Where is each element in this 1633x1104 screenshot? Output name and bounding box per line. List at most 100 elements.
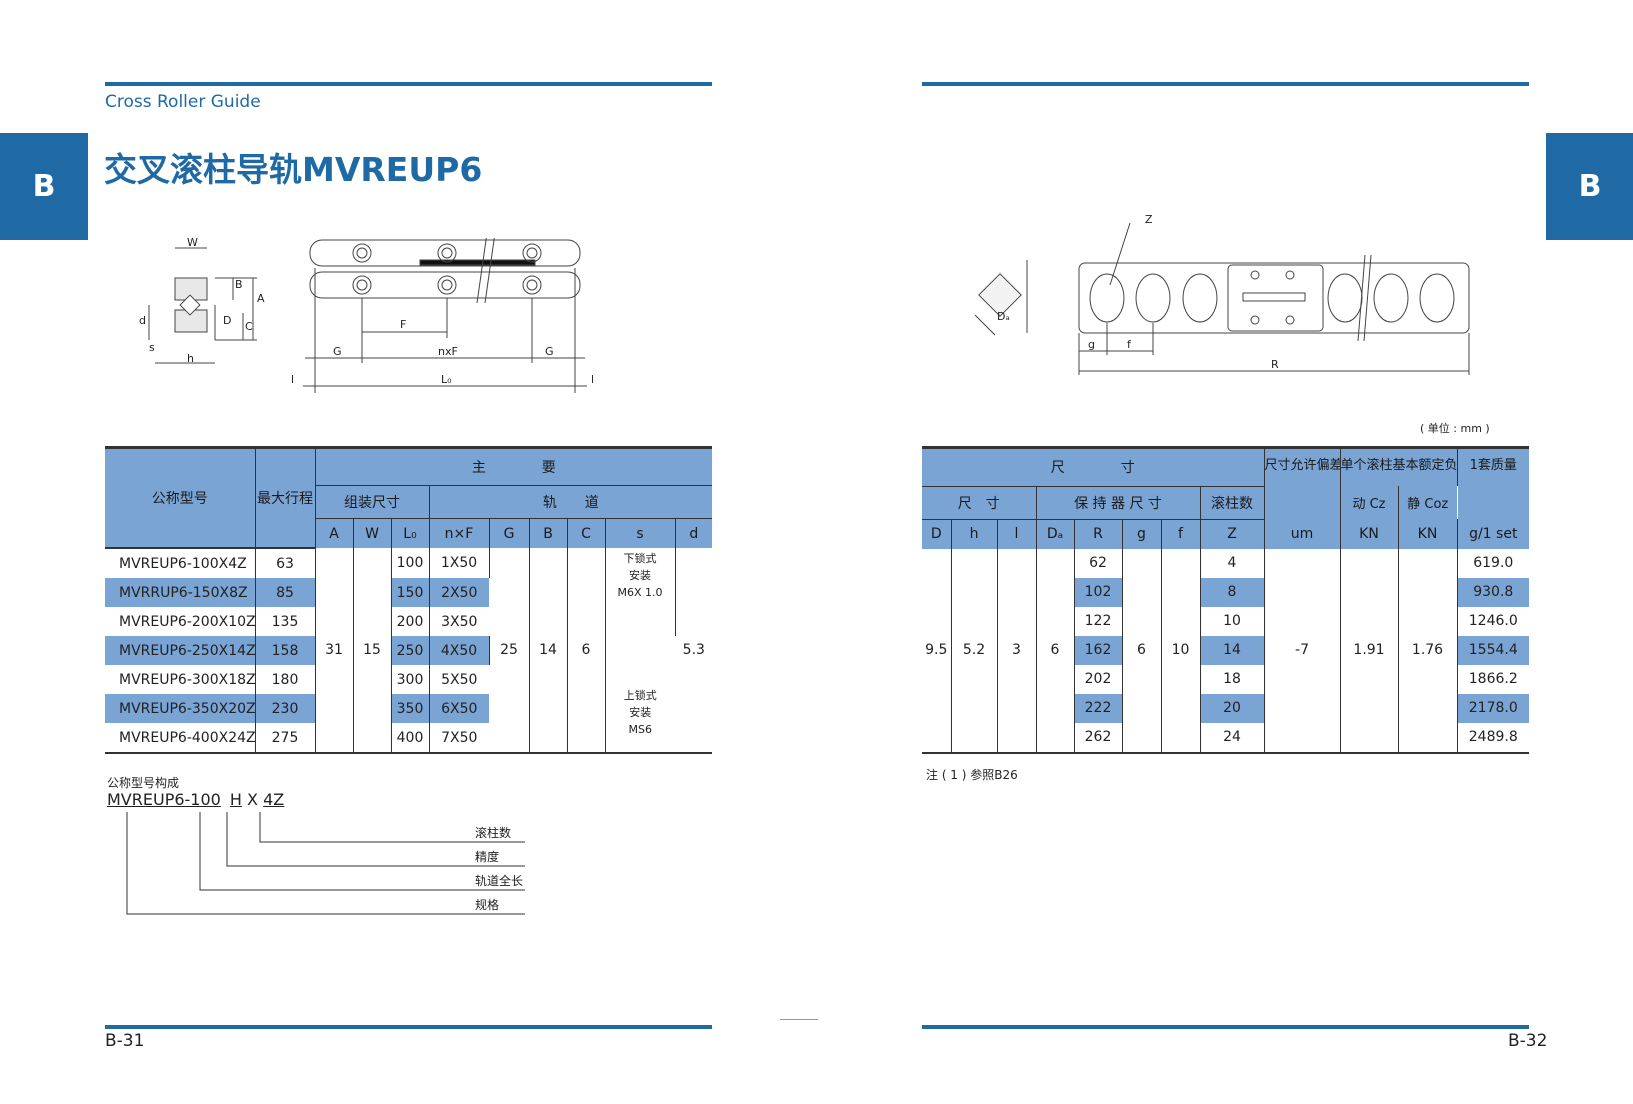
header-size: 尺 寸: [922, 486, 1037, 520]
dim-label-f: F: [400, 318, 406, 331]
header-dimensions: 尺 寸: [922, 447, 1265, 487]
legend-rail-length: 轨道全长: [475, 873, 523, 888]
roller-cage-diagram: Z Dₐ g f R: [975, 215, 1470, 375]
col-s: s: [605, 518, 676, 548]
col-r: R: [1074, 519, 1123, 549]
left-spec-table: 公称型号 最大行程 主 要 组装尺寸 轨 道 A W L₀ n×F G B C …: [105, 446, 713, 754]
left-top-rule: [105, 82, 712, 86]
table-row: MVREUP6-300X18Z 180 300 5X50: [105, 665, 712, 694]
table-row: 9.5 5.2 3 6 62 6 10 4 -7 1.91 1.76 619.0: [922, 548, 1529, 754]
code-caption: 公称型号构成: [107, 776, 180, 790]
shared-a: 31: [315, 548, 354, 754]
shared-h: 5.2: [951, 548, 998, 754]
left-section-tab: B: [0, 133, 88, 240]
col-c: C: [567, 518, 606, 548]
table-row: 162 14 1554.4: [922, 635, 1530, 665]
unit-label: ( 单位 : mm ): [1420, 422, 1490, 435]
col-d: D: [922, 519, 952, 549]
col-l0: L₀: [391, 518, 430, 548]
dim-label-d-large: D: [223, 314, 231, 327]
col-h: h: [951, 519, 998, 549]
right-section-tab: B: [1546, 133, 1633, 240]
legend-rollers: 滚柱数: [475, 825, 511, 840]
dim-label-g-left: G: [333, 345, 342, 358]
dim-label-s: s: [149, 341, 155, 354]
col-um: um: [1264, 519, 1341, 549]
col-da: Dₐ: [1036, 519, 1075, 549]
shared-d: 5.3: [675, 548, 713, 754]
shared-l: 3: [997, 548, 1037, 754]
code-part-x: X: [247, 790, 259, 809]
legend-precision: 精度: [475, 849, 499, 864]
right-page-number: B-32: [1508, 1031, 1548, 1051]
table-row: 102 8 930.8: [922, 577, 1530, 607]
dim-label-g: g: [1088, 338, 1095, 351]
dim-label-l0: L₀: [441, 373, 452, 386]
shared-w: 15: [353, 548, 392, 754]
header-model: 公称型号: [105, 447, 256, 549]
header-load: 单个滚柱基本额定负荷: [1340, 447, 1458, 486]
code-part-rollers: 4Z: [263, 790, 285, 809]
shared-g: 6: [1122, 548, 1162, 754]
right-top-rule: [922, 82, 1529, 86]
dim-label-l-left: l: [291, 373, 294, 386]
code-part-precision: H: [229, 790, 242, 809]
model-code: MVREUP6-100 H X 4Z: [107, 790, 284, 809]
shared-c: 6: [567, 548, 606, 754]
header-assembly: 组装尺寸: [315, 485, 430, 519]
col-nxf: n×F: [429, 518, 490, 548]
table-row: 222 20 2178.0: [922, 693, 1530, 723]
dim-label-z: Z: [1145, 215, 1153, 226]
table-row: MVREUP6-250X14Z 158 250 4X50 上锁式 安装 MS6: [105, 636, 712, 754]
dim-label-h: h: [187, 352, 194, 365]
dim-label-a: A: [257, 292, 265, 305]
header-dynamic: 动 Cz: [1340, 486, 1399, 519]
table-row: MVRRUP6-150X8Z 85 150 2X50: [105, 578, 712, 607]
col-f: f: [1161, 519, 1201, 549]
shared-b: 14: [529, 548, 568, 754]
s-top-mount: 下锁式 安装 M6X 1.0: [605, 548, 676, 636]
shared-g: 25: [489, 548, 530, 754]
shared-da: 6: [1036, 548, 1075, 754]
dim-label-nxf: nxF: [438, 345, 458, 358]
col-l: l: [997, 519, 1037, 549]
header-cage: 保 持 器 尺 寸: [1036, 486, 1201, 520]
legend-spec: 规格: [475, 897, 499, 912]
header-static: 静 Coz: [1398, 486, 1458, 519]
table-row: MVREUP6-400X24Z 275 400 7X50: [105, 723, 712, 754]
series-label: Cross Roller Guide: [105, 92, 261, 112]
col-a: A: [315, 518, 354, 548]
dim-label-da: Dₐ: [997, 310, 1010, 323]
col-kn-dyn: KN: [1340, 519, 1399, 549]
s-bottom-mount: 上锁式 安装 MS6: [605, 636, 675, 754]
header-main: 主 要: [315, 447, 713, 486]
dim-label-c: C: [245, 320, 253, 333]
col-w: W: [353, 518, 392, 548]
dim-label-f: f: [1127, 338, 1132, 351]
table-row: MVREUP6-100X4Z 63 31 15 100 1X50 25 14 6…: [105, 548, 713, 754]
header-rollers: 滚柱数: [1200, 486, 1265, 520]
col-g: G: [489, 518, 530, 548]
center-mark: [780, 1019, 818, 1020]
shared-f: 10: [1161, 548, 1201, 754]
page-title: 交叉滚柱导轨MVREUP6: [104, 150, 483, 189]
right-spec-table: 尺 寸 尺寸允许偏差 单个滚柱基本额定负荷 1套质量 尺 寸 保 持 器 尺 寸…: [922, 446, 1530, 754]
col-mass: g/1 set: [1457, 519, 1530, 549]
dim-label-g-right: G: [545, 345, 554, 358]
right-bottom-rule: [922, 1025, 1529, 1029]
col-d: d: [675, 518, 713, 548]
left-page-number: B-31: [105, 1031, 145, 1051]
table-row: MVREUP6-350X20Z 230 350 6X50: [105, 694, 712, 723]
shared-static: 1.76: [1398, 548, 1458, 754]
rail-assembly-diagram: W B A d D C s h F G nxF G L₀ l l: [139, 238, 594, 393]
table-row: 262 24 2489.8: [922, 722, 1530, 754]
table-row: 122 10 1246.0: [922, 606, 1529, 636]
code-part-spec: MVREUP6-100: [107, 790, 221, 809]
table-row: MVREUP6-200X10Z 135 200 3X50: [105, 607, 712, 636]
dim-label-w: W: [187, 238, 198, 249]
dim-label-b: B: [235, 278, 243, 291]
col-b: B: [529, 518, 568, 548]
left-bottom-rule: [105, 1025, 712, 1029]
dim-label-r: R: [1271, 358, 1279, 371]
shared-tolerance: -7: [1264, 548, 1341, 754]
